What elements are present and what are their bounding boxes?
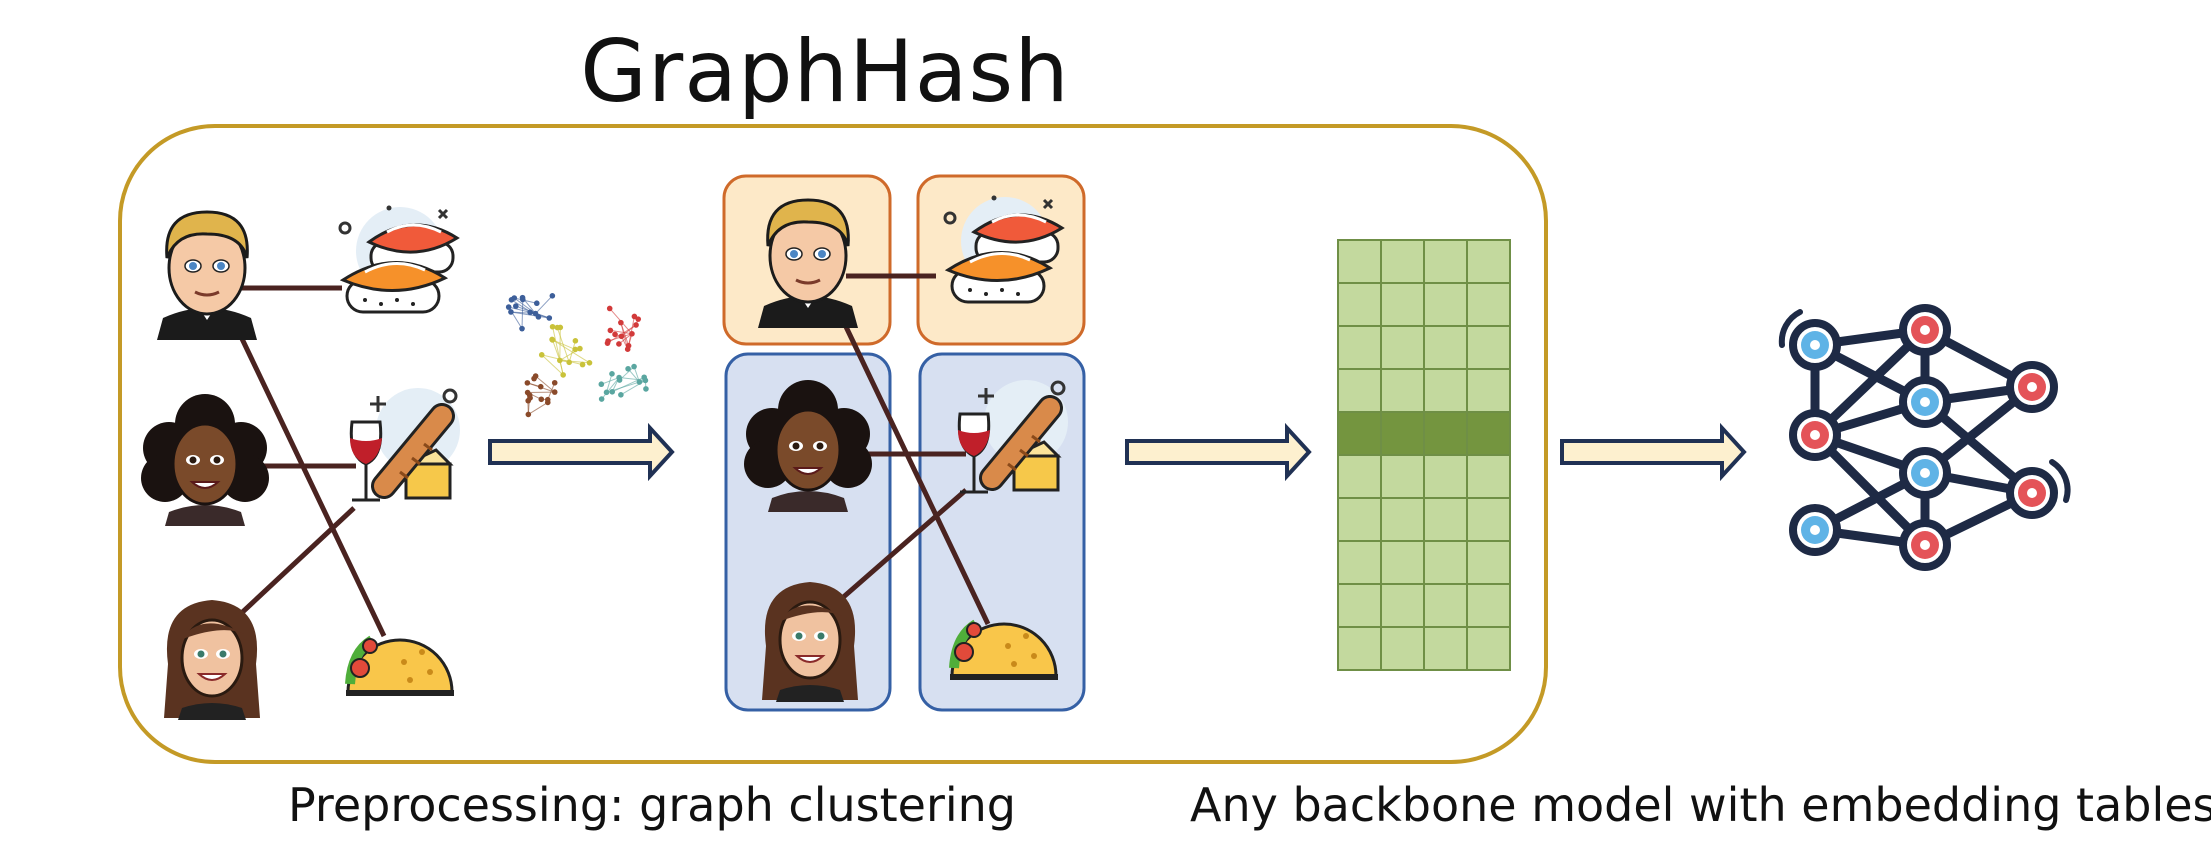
embedding-cell — [1337, 368, 1382, 413]
embedding-cell — [1337, 411, 1382, 456]
embedding-cell — [1337, 282, 1382, 327]
embedding-cell — [1466, 540, 1511, 585]
embedding-cell — [1380, 540, 1425, 585]
embedding-cell — [1466, 368, 1511, 413]
left-bipartite-edges — [231, 285, 387, 638]
user-avatar-brown-hair-woman-icon — [162, 598, 262, 722]
embedding-cell — [1380, 583, 1425, 628]
embedding-table — [1337, 239, 1511, 671]
embedding-cell — [1466, 497, 1511, 542]
embedding-cell — [1423, 540, 1468, 585]
embedding-cell — [1423, 282, 1468, 327]
embedding-cell — [1466, 325, 1511, 370]
diagram-title: GraphHash — [580, 22, 1070, 122]
embedding-cell — [1423, 454, 1468, 499]
embedding-cell — [1380, 282, 1425, 327]
neural-network-icon — [1778, 304, 2071, 571]
clustered-blond-man-icon — [756, 198, 860, 330]
embedding-cell — [1337, 325, 1382, 370]
embedding-cell — [1380, 454, 1425, 499]
embedding-cell — [1466, 239, 1511, 284]
embedding-cell — [1337, 583, 1382, 628]
user-avatar-blond-man-icon — [155, 210, 259, 342]
embedding-cell — [1423, 583, 1468, 628]
embedding-cell — [1423, 411, 1468, 456]
embedding-cell — [1466, 454, 1511, 499]
clustered-edges — [835, 273, 991, 626]
embedding-cell — [1337, 540, 1382, 585]
taco-icon — [346, 639, 454, 696]
wine-bread-cheese-icon — [350, 388, 460, 500]
embedding-cell — [1466, 626, 1511, 671]
embedding-cell — [1337, 454, 1382, 499]
embedding-cell — [1380, 411, 1425, 456]
graphhash-frame — [118, 124, 1548, 764]
user-avatar-dark-curly-woman-icon — [139, 392, 271, 528]
arrow-to-clusters-icon — [488, 426, 674, 478]
embedding-cell — [1380, 626, 1425, 671]
arrow-to-embedding-table-icon — [1125, 426, 1311, 478]
sushi-icon — [338, 204, 459, 314]
caption-backbone: Any backbone model with embedding tables — [1190, 778, 2211, 832]
embedding-cell — [1466, 411, 1511, 456]
embedding-cell — [1423, 626, 1468, 671]
embedding-cell — [1466, 282, 1511, 327]
embedding-cell — [1337, 626, 1382, 671]
embedding-cell — [1380, 497, 1425, 542]
embedding-cell — [1466, 583, 1511, 628]
embedding-cell — [1423, 497, 1468, 542]
embedding-cell — [1380, 325, 1425, 370]
caption-preprocessing: Preprocessing: graph clustering — [288, 778, 1017, 832]
clustered-brown-hair-woman-icon — [760, 580, 860, 704]
embedding-cell — [1337, 497, 1382, 542]
embedding-cell — [1423, 325, 1468, 370]
embedding-cell — [1380, 239, 1425, 284]
embedding-cell — [1423, 368, 1468, 413]
arrow-to-model-icon — [1560, 426, 1746, 478]
embedding-cell — [1337, 239, 1382, 284]
graph-clusters-icon — [505, 292, 649, 418]
embedding-cell — [1423, 239, 1468, 284]
embedding-cell — [1380, 368, 1425, 413]
